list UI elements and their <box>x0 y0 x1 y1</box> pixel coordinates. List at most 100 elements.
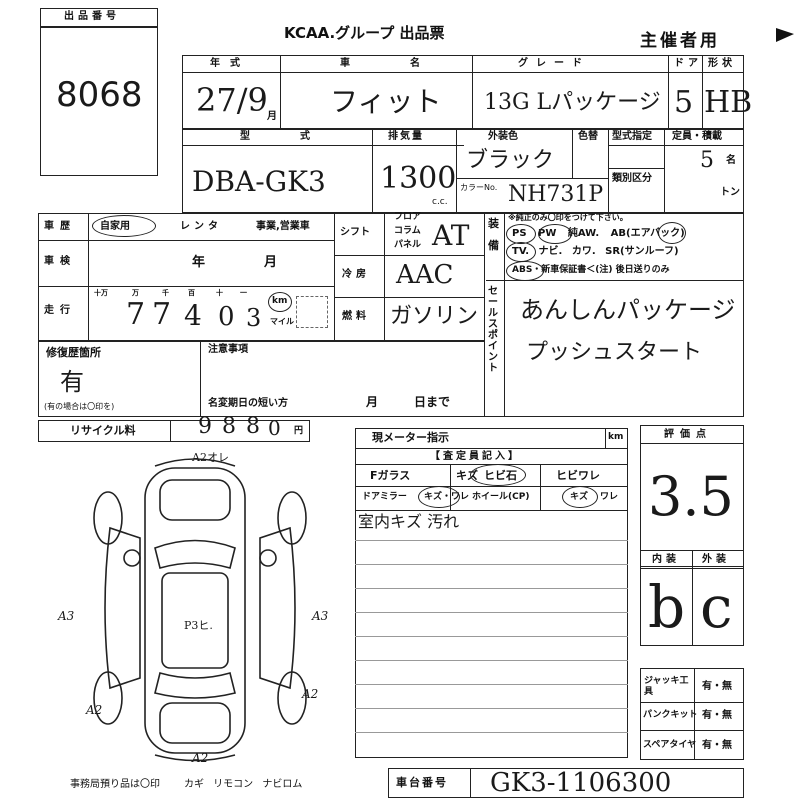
sales-point-label: セールスポイント <box>488 286 498 374</box>
color-no-label: カラーNo. <box>460 183 498 192</box>
inspector-mirror: ドアミラー <box>362 492 407 502</box>
footer-items: カギ リモコン ナビロム <box>184 779 303 790</box>
car-windshield <box>154 539 236 569</box>
equipment-row2: TV. ナビ. カワ. SR(サンルーフ) <box>512 246 679 257</box>
ton-unit: トン <box>720 187 740 198</box>
tools-spare-choice: 有・無 <box>702 740 732 751</box>
mileage-unit-mile: マイル <box>270 317 294 326</box>
equip-tv-circle-icon <box>506 242 536 262</box>
inspector-fglass: Fガラス <box>370 469 411 482</box>
history-option-commercial: 事業,営業車 <box>256 221 310 232</box>
equipment-row3: ABS・新車保証書＜(注) 後日送りのみ <box>512 265 670 275</box>
type-spec-label: 型式指定 <box>612 131 652 142</box>
class-label: 類別区分 <box>612 173 652 184</box>
corner-mark-icon <box>776 28 794 42</box>
color-no-value: NH731P <box>508 182 604 207</box>
page-title: KCAA.グループ 出品票 <box>284 24 445 42</box>
capacity-label: 定員・積載 <box>672 131 722 142</box>
sales-point-line1: あんしんパッケージ <box>520 296 736 324</box>
doors-value: 5 <box>674 85 694 120</box>
mileage-km-circle-icon <box>268 292 292 312</box>
fuel-value: ガソリン <box>390 304 479 329</box>
inspector-wheel-crack: ワレ <box>600 492 619 502</box>
car-wheel-fl <box>93 491 123 545</box>
doors-label: ドア <box>674 58 702 69</box>
tools-table <box>640 668 744 760</box>
mileage-digit-0: 7 <box>126 297 146 332</box>
inspector-fglass-scratch: キズ <box>456 469 478 482</box>
model-label: 型式 <box>240 131 360 142</box>
car-damage-diagram <box>93 458 307 762</box>
equip-pw-circle-icon <box>538 224 572 244</box>
history-option-rental: レンタ <box>180 221 222 232</box>
color-value: ブラック <box>466 148 555 173</box>
equip-ps-circle-icon <box>506 224 536 244</box>
car-left-side <box>104 526 141 690</box>
damage-mark-front: A2オレ <box>192 451 229 464</box>
notes-deadline-label: 名変期日の短い方 <box>208 398 288 409</box>
car-wheel-rr <box>277 671 307 725</box>
inspection-year-unit: 年 <box>192 255 206 270</box>
car-hood <box>159 479 231 521</box>
cc-unit: c.c. <box>432 197 448 207</box>
car-body-outline <box>144 467 246 754</box>
shift-label: シフト <box>340 227 370 238</box>
inspector-wheel-circle-icon <box>562 486 598 508</box>
car-front-bumper <box>154 458 236 467</box>
fuel-label: 燃料 <box>342 311 370 322</box>
mileage-unit-km: km <box>272 296 288 306</box>
recycle-unit: 円 <box>294 426 304 436</box>
eval-score-label: 評価点 <box>664 429 712 440</box>
damage-mark-left: A3 <box>58 609 75 623</box>
equip-ab-circle-icon <box>658 222 686 244</box>
footer-items-label: 事務局預り品は〇印 <box>70 779 160 790</box>
recycle-row <box>38 420 310 442</box>
interior-value: b <box>648 573 686 641</box>
damage-mark-right: A3 <box>312 609 329 623</box>
car-rear-bumper <box>154 754 236 762</box>
damage-mark-rear-right: A2 <box>302 687 319 701</box>
tools-puncture-choice: 有・無 <box>702 710 732 721</box>
notes-label: 注意事項 <box>208 344 248 355</box>
tools-jack-label: ジャッキ工具 <box>644 676 689 697</box>
name-label: 車名 <box>340 58 480 69</box>
car-rear-window <box>154 672 236 699</box>
mileage-check-box <box>296 296 328 328</box>
exterior-label: 外装 <box>702 554 730 565</box>
cc-label: 排気量 <box>388 131 424 142</box>
inspection-label: 車検 <box>44 256 76 267</box>
car-mirror-left <box>123 549 141 567</box>
exterior-value: c <box>700 573 733 641</box>
equipment-label-full: 装備 <box>486 262 487 264</box>
car-wheel-fr <box>277 491 307 545</box>
organizer-label: 主催者用 <box>640 31 720 51</box>
year-label: 年式 <box>210 58 250 69</box>
chassis-label: 車台番号 <box>396 776 448 789</box>
equipment-instruction: ※純正のみ〇印をつけて下さい。 <box>508 213 628 222</box>
recycle-digit-0: 9 <box>198 414 212 439</box>
inspector-box <box>355 428 628 758</box>
lot-number: 8068 <box>56 75 143 115</box>
lot-box-divider <box>40 26 158 28</box>
mileage-digit-2: 4 <box>184 299 202 332</box>
mileage-digit-label-5: 一 <box>240 289 247 297</box>
year-value: 27/9 <box>196 81 268 119</box>
tools-puncture-label: パンクキット <box>643 710 698 720</box>
shift-position-column: コラム <box>394 226 421 236</box>
details-block <box>38 213 744 417</box>
vehicle-info-grid <box>182 55 744 213</box>
inspector-wheel: ホイール(CP) <box>472 492 530 502</box>
color-label: 外装色 <box>488 131 518 142</box>
grade-label: グレード <box>518 58 590 69</box>
chassis-value: GK3-1106300 <box>490 768 672 798</box>
car-wheel-rl <box>93 671 123 725</box>
inspector-title: 【査定員記入】 <box>430 451 521 462</box>
car-right-side <box>259 526 296 690</box>
cc-value: 1300 <box>380 161 457 196</box>
mileage-digit-4: 3 <box>246 304 262 332</box>
capacity-unit: 名 <box>726 155 736 166</box>
chassis-box <box>388 768 744 798</box>
damage-mark-rear-left: A2 <box>86 703 103 717</box>
lot-number-box <box>40 8 158 176</box>
equipment-label-2: 備 <box>488 239 499 252</box>
